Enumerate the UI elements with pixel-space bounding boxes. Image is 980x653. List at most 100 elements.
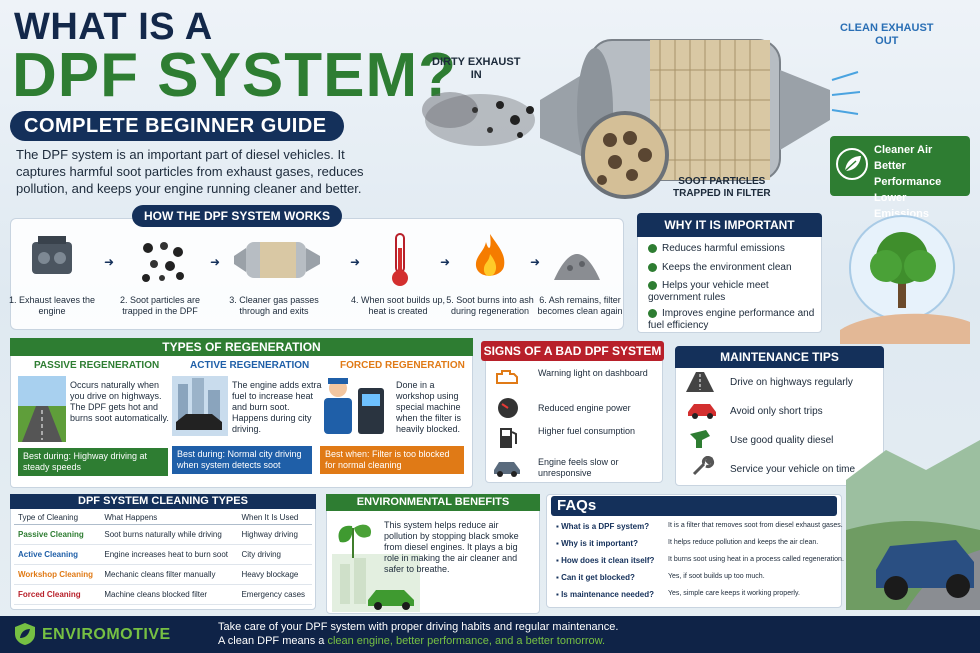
table-row: Passive Cleaning Soot burns naturally wh… <box>14 524 312 545</box>
arrow-icon: ➜ <box>210 255 221 269</box>
signs-title: SIGNS OF A BAD DPF SYSTEM <box>481 341 664 361</box>
plant-car-icon <box>332 524 420 612</box>
table-row: Forced Cleaning Machine cleans blocked f… <box>14 584 312 605</box>
passive-heading: PASSIVE REGENERATION <box>34 360 160 371</box>
active-best: Best during: Normal city driving when sy… <box>172 446 312 474</box>
faq-answer: It is a filter that removes soot from di… <box>668 522 843 529</box>
fuel-nozzle-icon <box>690 430 710 448</box>
passive-best: Best during: Highway driving at steady s… <box>18 448 168 476</box>
cleaning-types-title: DPF SYSTEM CLEANING TYPES <box>10 494 316 509</box>
sign-text: Warning light on dashboard <box>538 368 648 378</box>
how-it-works-title: HOW THE DPF SYSTEM WORKS <box>132 205 342 227</box>
faq-question: ▪ Is maintenance needed? <box>556 590 654 599</box>
maintenance-tip: Drive on highways regularly <box>730 377 853 388</box>
maintenance-title: MAINTENANCE TIPS <box>675 346 884 368</box>
step-label: 5. Soot burns into ash during regenerati… <box>446 295 534 316</box>
fire-icon <box>475 234 505 276</box>
engine-icon <box>32 236 72 274</box>
environmental-title: ENVIRONMENTAL BENEFITS <box>326 494 540 511</box>
smoke-cloud-icon <box>422 92 535 146</box>
faq-answer: Yes, simple care keeps it working proper… <box>668 590 800 597</box>
mechanic-icon <box>324 378 384 434</box>
shield-leaf-icon <box>15 623 35 645</box>
sign-text: Reduced engine power <box>538 403 631 413</box>
highway-icon <box>686 372 714 392</box>
subtitle-banner: COMPLETE BEGINNER GUIDE <box>10 111 344 141</box>
why-item: Improves engine performance and fuel eff… <box>648 308 815 331</box>
sign-text: Engine feels slow or unresponsive <box>538 457 619 478</box>
table-row: Workshop Cleaning Mechanic cleans filter… <box>14 564 312 585</box>
table-header: Type of Cleaning <box>14 511 101 525</box>
maintenance-tip: Service your vehicle on time <box>730 464 856 475</box>
gauge-icon <box>498 398 518 418</box>
car-icon <box>688 404 716 419</box>
check-icon <box>648 262 657 272</box>
car-icon <box>494 462 520 477</box>
table-header: When It Is Used <box>237 511 312 525</box>
cleaning-when: Highway driving <box>237 524 312 545</box>
thermometer-icon <box>392 233 408 286</box>
faq-question: ▪ Can it get blocked? <box>556 573 635 582</box>
intro-text: The DPF system is an important part of d… <box>16 147 364 196</box>
cleaning-type: Active Cleaning <box>14 544 101 565</box>
footer-message: Take care of your DPF system with proper… <box>218 621 619 647</box>
table-header: What Happens <box>100 511 238 525</box>
soot-particles-icon <box>142 242 184 282</box>
cleaning-types-table: Type of Cleaning What Happens When It Is… <box>14 511 312 605</box>
wrench-icon <box>692 456 714 476</box>
fuel-pump-icon <box>500 428 517 448</box>
ash-pile-icon <box>554 254 600 280</box>
why-item: Reduces harmful emissions <box>648 243 818 255</box>
faq-question: ▪ Why is it important? <box>556 539 638 548</box>
globe-tree-icon <box>840 215 970 344</box>
step-label: 4. When soot builds up, heat is created <box>350 295 446 316</box>
active-description: The engine adds extra fuel to increase h… <box>232 380 322 434</box>
types-regeneration-title: TYPES OF REGENERATION <box>10 338 473 356</box>
title-line-2: DPF SYSTEM? <box>12 41 458 110</box>
cleaning-what: Soot burns naturally while driving <box>100 524 238 545</box>
passive-description: Occurs naturally when you drive on highw… <box>70 380 169 423</box>
faq-answer: It burns soot using heat in a process ca… <box>668 556 844 563</box>
check-icon <box>648 308 657 318</box>
step-label: 1. Exhaust leaves the engine <box>8 295 96 316</box>
forced-description: Done in a workshop using special machine… <box>396 380 462 434</box>
cleaning-when: Emergency cases <box>237 584 312 605</box>
title-line-1: WHAT IS A <box>14 6 213 48</box>
forced-best: Best when: Filter is too blocked for nor… <box>320 446 464 474</box>
landscape-car-illustration <box>846 440 980 610</box>
faq-question: ▪ How does it clean itself? <box>556 556 655 565</box>
highway-icon <box>18 376 66 442</box>
check-icon <box>648 243 657 253</box>
soot-closeup-icon <box>581 111 669 199</box>
faq-title: FAQs <box>551 496 837 516</box>
why-item: Helps your vehicle meet government rules <box>648 280 769 303</box>
filter-icon <box>234 242 320 278</box>
faq-answer: It helps reduce pollution and keeps the … <box>668 539 819 546</box>
table-header-row: Type of Cleaning What Happens When It Is… <box>14 511 312 525</box>
clean-air-arrows-icon <box>831 71 860 115</box>
cleaning-what: Engine increases heat to burn soot <box>100 544 238 565</box>
cleaning-when: City driving <box>237 544 312 565</box>
active-heading: ACTIVE REGENERATION <box>190 360 310 371</box>
cleaning-what: Mechanic cleans filter manually <box>100 564 238 585</box>
maintenance-tip: Use good quality diesel <box>730 435 834 446</box>
step-label: 3. Cleaner gas passes through and exits <box>229 295 319 316</box>
why-important-title: WHY IT IS IMPORTANT <box>637 213 822 237</box>
arrow-icon: ➜ <box>350 255 361 269</box>
arrow-icon: ➜ <box>530 255 541 269</box>
leaf-icon <box>836 148 868 180</box>
city-car-icon <box>172 376 228 436</box>
step-label: 2. Soot particles are trapped in the DPF <box>119 295 201 316</box>
dpf-filter-illustration <box>422 39 860 199</box>
sign-text: Higher fuel consumption <box>538 426 636 436</box>
environmental-text: This system helps reduce air pollution b… <box>384 520 519 574</box>
cleaning-when: Heavy blockage <box>237 564 312 585</box>
arrow-icon: ➜ <box>104 255 115 269</box>
cleaning-what: Machine cleans blocked filter <box>100 584 238 605</box>
brand-logo: ENVIROMOTIVE <box>42 626 171 643</box>
maintenance-tip: Avoid only short trips <box>730 406 823 417</box>
benefits-badge: Cleaner Air Better Performance Lower Emi… <box>830 136 970 220</box>
